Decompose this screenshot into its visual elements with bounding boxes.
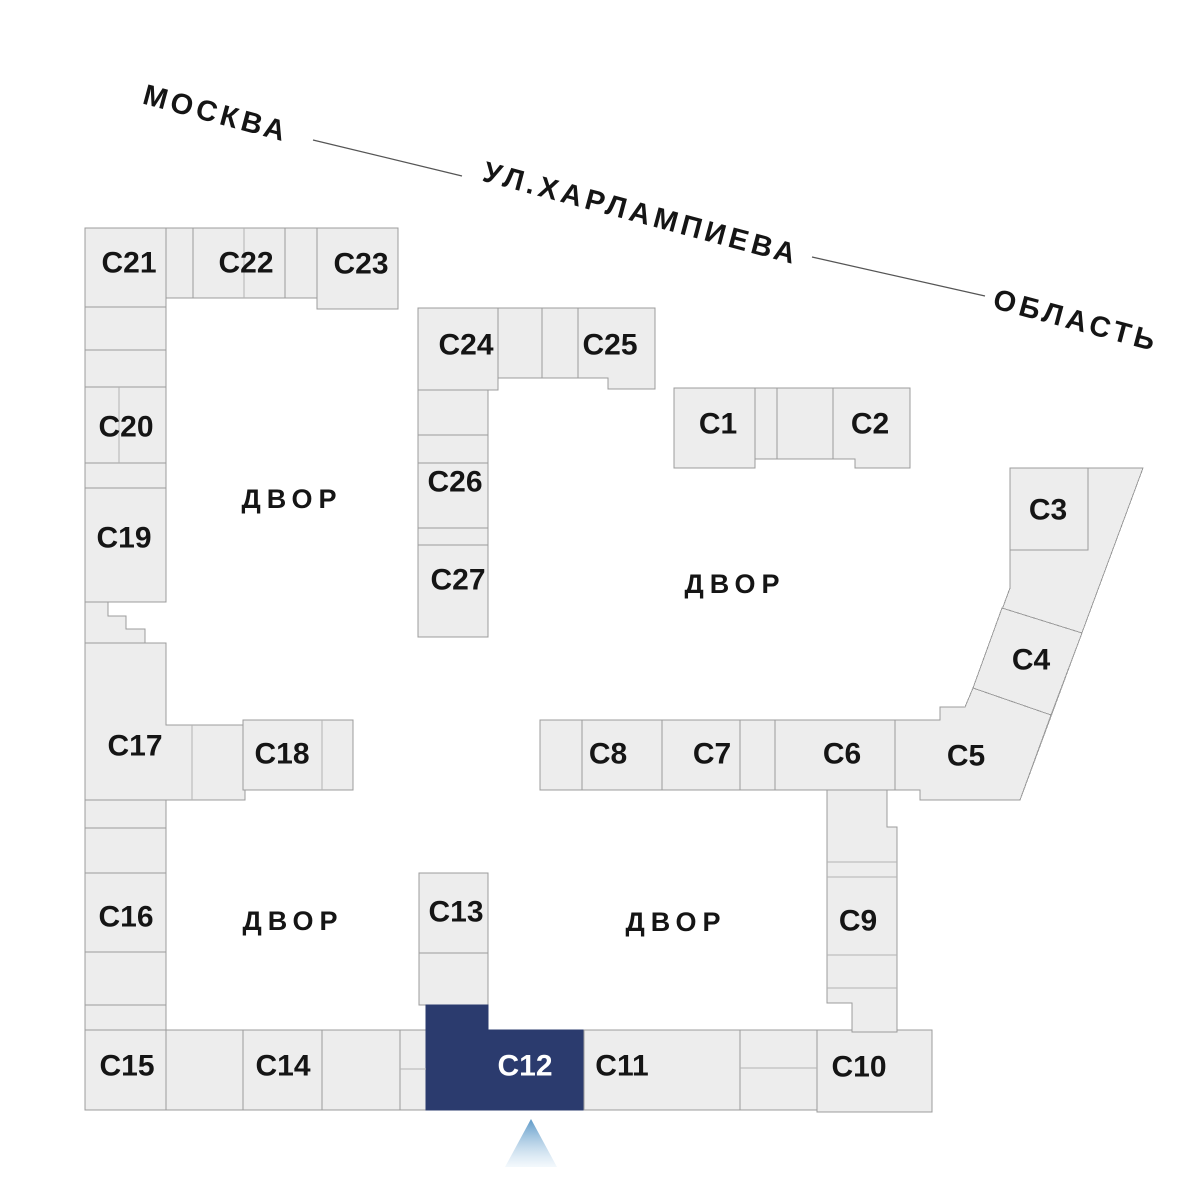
building-section xyxy=(321,1029,401,1111)
building-label-C10: C10 xyxy=(831,1051,886,1084)
building-section xyxy=(165,227,194,299)
courtyards-layer: ДВОР ДВОР ДВОР ДВОР xyxy=(241,484,785,937)
building-C17[interactable] xyxy=(84,642,246,801)
building-label-C15: C15 xyxy=(99,1050,154,1083)
dividers-layer xyxy=(118,228,897,1070)
building-section xyxy=(84,306,167,351)
building-section xyxy=(84,349,167,388)
building-section xyxy=(399,1029,427,1111)
building-section xyxy=(418,952,489,1006)
building-label-C24: C24 xyxy=(438,329,493,362)
building-label-C26: C26 xyxy=(427,466,482,499)
building-label-C5: C5 xyxy=(947,740,985,773)
building-label-C19: C19 xyxy=(96,522,151,555)
building-C1[interactable] xyxy=(673,387,756,469)
building-section xyxy=(84,799,167,829)
building-label-C7: C7 xyxy=(693,738,731,771)
building-section xyxy=(417,389,489,436)
building-section xyxy=(754,387,778,460)
building-label-C11: C11 xyxy=(595,1050,648,1083)
building-label-C14: C14 xyxy=(255,1050,310,1083)
building-section xyxy=(84,1004,167,1031)
building-label-C13: C13 xyxy=(428,896,483,929)
street-label-moscow: МОСКВА xyxy=(140,79,293,149)
building-label-C22: C22 xyxy=(218,247,273,280)
building-section xyxy=(417,434,489,464)
building-C23[interactable] xyxy=(316,227,399,310)
building-section xyxy=(497,307,543,379)
courtyard-label: ДВОР xyxy=(242,906,343,936)
building-section xyxy=(539,719,583,791)
building-label-C1: C1 xyxy=(699,408,737,441)
building-label-C9: C9 xyxy=(839,905,877,938)
building-section xyxy=(739,1029,818,1111)
building-label-C6: C6 xyxy=(823,738,861,771)
building-section xyxy=(84,601,146,644)
courtyard-label: ДВОР xyxy=(684,569,785,599)
building-C25[interactable] xyxy=(577,307,656,390)
building-C5[interactable] xyxy=(894,687,1052,801)
building-section xyxy=(284,227,318,299)
building-section xyxy=(84,462,167,489)
building-label-C3: C3 xyxy=(1029,494,1067,527)
building-section xyxy=(84,951,167,1006)
building-C18[interactable] xyxy=(242,719,354,791)
buildings-layer xyxy=(84,227,1144,1113)
building-label-C25: C25 xyxy=(582,329,637,362)
building-label-C27: C27 xyxy=(430,564,485,597)
building-label-C4: C4 xyxy=(1012,644,1051,677)
building-label-C8: C8 xyxy=(589,738,627,771)
street-line xyxy=(811,256,986,297)
pointer-layer xyxy=(505,1119,557,1167)
building-label-C21: C21 xyxy=(101,247,156,280)
building-label-C18: C18 xyxy=(254,738,309,771)
building-C9[interactable] xyxy=(826,789,898,1033)
building-section xyxy=(417,527,489,546)
street-label-oblast: ОБЛАСТЬ xyxy=(990,284,1163,359)
courtyard-label: ДВОР xyxy=(241,484,342,514)
building-label-C16: C16 xyxy=(98,901,153,934)
building-C19[interactable] xyxy=(84,487,167,603)
building-C24[interactable] xyxy=(417,307,499,391)
building-section xyxy=(165,1029,244,1111)
building-section xyxy=(84,827,167,874)
street-line xyxy=(312,139,463,177)
street-label-street-name: УЛ.ХАРЛАМПИЕВА xyxy=(479,156,802,271)
building-label-C20: C20 xyxy=(98,411,153,444)
building-label-C2: C2 xyxy=(851,408,889,441)
building-C3[interactable] xyxy=(1009,467,1089,551)
building-section xyxy=(541,307,579,379)
building-C27[interactable] xyxy=(417,544,489,638)
building-section xyxy=(739,719,776,791)
selected-building-pointer xyxy=(505,1119,557,1167)
courtyard-label: ДВОР xyxy=(625,907,726,937)
building-C2[interactable] xyxy=(832,387,911,469)
building-label-C17: C17 xyxy=(107,730,162,763)
building-label-C12: C12 xyxy=(497,1050,552,1083)
building-label-C23: C23 xyxy=(333,248,388,281)
building-section xyxy=(776,387,834,460)
